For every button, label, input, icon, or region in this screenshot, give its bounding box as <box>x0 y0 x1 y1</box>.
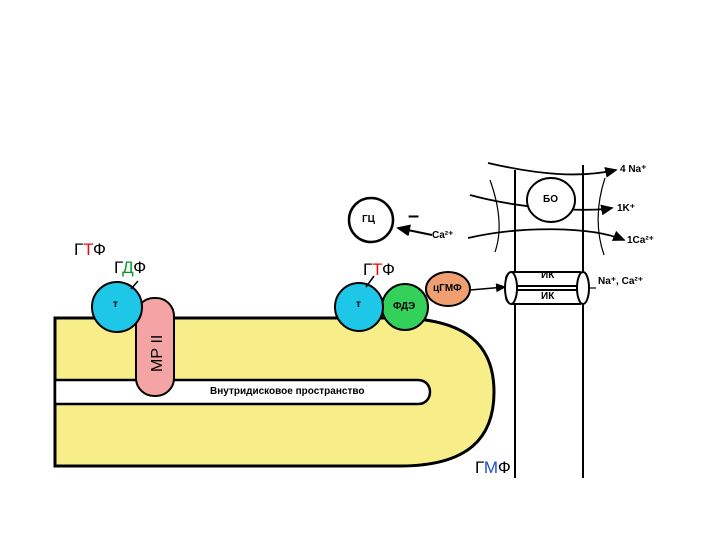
transducin-left <box>91 281 143 333</box>
gc-label: ГЦ <box>362 214 375 225</box>
intradisk-label: Внутридисковое пространство <box>210 386 365 397</box>
gdf-g: Г <box>114 258 123 277</box>
bo-exchanger <box>526 177 576 223</box>
metarhodopsin-ii <box>135 297 175 397</box>
transducin-left-label: т <box>113 299 118 310</box>
gtf-right-f: Ф <box>382 260 395 279</box>
gtf-right-g: Г <box>363 260 373 279</box>
gtf-left-f: Ф <box>93 240 106 259</box>
k1-label: 1K⁺ <box>617 203 636 214</box>
gmf-m: М <box>483 458 498 477</box>
transducin-right-label: т <box>356 299 361 310</box>
gtf-right-label: ГТФ <box>363 260 395 280</box>
gtf-left-label: ГТФ <box>74 240 106 260</box>
inhibition-minus: – <box>408 205 420 227</box>
ca1-label: 1Ca²⁺ <box>627 235 654 246</box>
guanylate-cyclase <box>347 196 395 244</box>
na-in-arrow <box>487 162 618 178</box>
gdf-f: Ф <box>133 258 147 277</box>
gdf-label: ГДФ <box>114 258 146 278</box>
gdf-pointer <box>130 280 139 290</box>
gtf-right-pointer <box>365 275 375 288</box>
gmf-g: Г <box>475 458 484 477</box>
ik-bottom-label: ИК <box>541 291 555 302</box>
ik-top-label: ИК <box>541 270 555 281</box>
gmf-f: Ф <box>497 458 511 477</box>
gtf-right-t: Т <box>372 260 383 279</box>
na4-label: 4 Na⁺ <box>620 164 647 175</box>
exchanger-arc-base <box>489 179 500 253</box>
gtf-left-g: Г <box>74 240 84 259</box>
ca-inhibition-arrow <box>396 224 433 237</box>
gdf-d: Д <box>122 258 134 277</box>
cgmp-label: цГМФ <box>433 283 462 294</box>
gtf-left-t: Т <box>83 240 94 259</box>
transducin-right <box>334 282 384 332</box>
gmf-label: ГМФ <box>475 458 511 478</box>
ca-gc-label: Ca²⁺ <box>432 230 454 241</box>
pde-label: ФДЭ <box>393 301 416 312</box>
cgmp-molecule <box>425 271 471 307</box>
bo-label: БО <box>543 194 558 205</box>
mp-label: МР II <box>149 335 166 372</box>
cgmp-to-channel-arrow <box>469 283 507 293</box>
exchanger-arc-base2 <box>597 177 606 256</box>
exchanger-arc-lower <box>467 228 626 241</box>
na-ca-label: Na⁺, Ca²⁺ <box>598 276 644 287</box>
ion-channel <box>504 271 590 305</box>
